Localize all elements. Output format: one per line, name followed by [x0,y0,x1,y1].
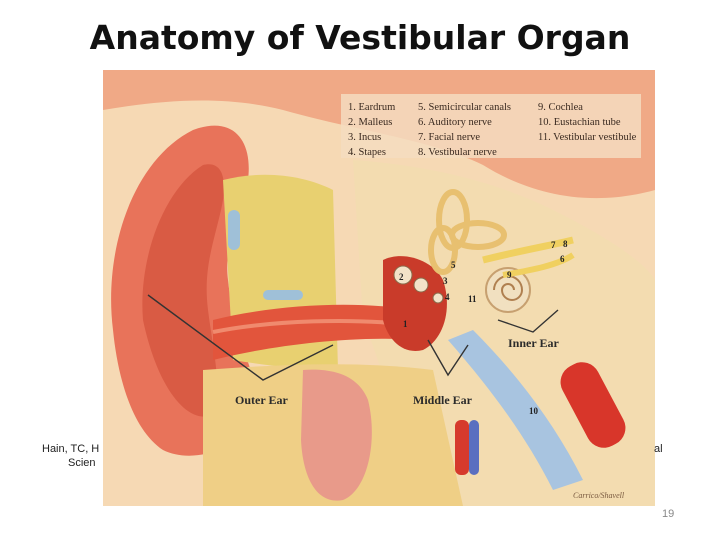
legend-item: 7. Facial nerve [418,132,480,143]
legend-item: 4. Stapes [348,147,386,158]
artist-signature: Carrico/Shavell [573,491,625,500]
citation-line-1: Hain, TC, H [42,443,100,455]
pinna-fold [142,164,224,417]
legend-box [341,94,641,158]
legend-item: 3. Incus [348,132,381,143]
parotid-gland [301,369,372,501]
legend-item: 2. Malleus [348,117,392,128]
carotid-artery [560,362,626,448]
ear-illustration: 1. Eardrum 2. Malleus 3. Incus 4. Stapes… [103,70,655,506]
cochlea [485,267,531,313]
malleus [393,265,413,285]
callout-number: 10 [529,406,539,416]
callout-number: 6 [560,254,565,264]
callout-number: 2 [399,272,404,282]
outer-ear-pointer [147,294,334,381]
incus [413,277,429,293]
legend-item: 9. Cochlea [538,102,583,113]
legend-item: 10. Eustachian tube [538,117,621,128]
inner-ear-label: Inner Ear [508,336,559,350]
legend-item: 11. Vestibular vestibule [538,132,637,143]
auditory-nerve [502,252,575,278]
vessel-red [455,420,469,475]
middle-ear-pointer [427,339,469,377]
callout-number: 9 [507,270,512,280]
legend-item: 8. Vestibular nerve [418,147,497,158]
middle-ear-label: Middle Ear [413,393,473,407]
legend-item: 6. Auditory nerve [418,117,492,128]
eustachian-tube [448,330,583,490]
legend-item: 1. Eardrum [348,102,395,113]
stapes [432,292,444,304]
callout-number: 3 [443,276,448,286]
legend-item: 5. Semicircular canals [418,102,511,113]
inner-ear-pointer [497,309,559,333]
ear-anatomy-figure: 1. Eardrum 2. Malleus 3. Incus 4. Stapes… [103,70,655,506]
callout-number: 8 [563,239,568,249]
vessel-blue [469,420,479,475]
callout-number: 5 [451,260,456,270]
cartilage-blue-2 [263,290,303,300]
slide-title: Anatomy of Vestibular Organ [89,18,631,57]
cartilage-blue-1 [228,210,240,250]
vestibular-nerve [482,236,574,264]
callout-number: 1 [403,319,408,329]
semicircular-canal-3 [428,225,458,275]
page-number: 19 [662,508,675,520]
outer-ear-label: Outer Ear [235,393,288,407]
citation-tail: al [654,443,663,455]
callout-number: 11 [468,294,477,304]
callout-number: 4 [445,292,450,302]
ear-canal [213,304,423,360]
citation-line-2: Scien [68,457,96,469]
callout-number: 7 [551,240,556,250]
